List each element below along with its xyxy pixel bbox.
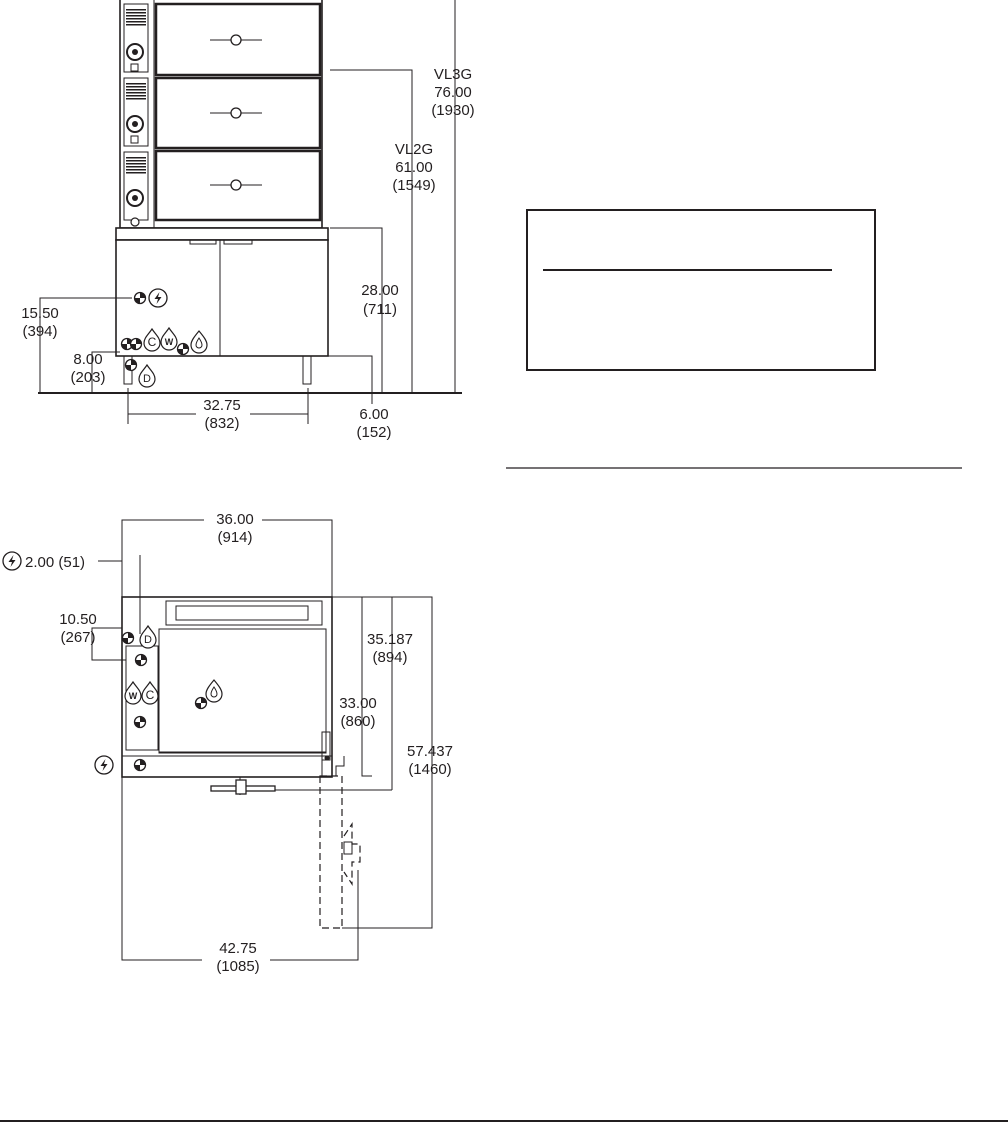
depth-body-in: 35.187 bbox=[367, 631, 413, 648]
electric-connection-icon bbox=[133, 758, 147, 772]
electric-connection-icon bbox=[133, 291, 147, 305]
electric-height-in: 15.50 bbox=[21, 305, 59, 322]
top-view: D W C 36.00 (914) 2.00 (51) 10.50 (267) … bbox=[2, 511, 453, 975]
base-height-in: 28.00 bbox=[361, 282, 399, 299]
svg-text:C: C bbox=[148, 335, 157, 349]
drain-offset-mm: (267) bbox=[60, 629, 95, 646]
depth-door-open-mm: (1460) bbox=[408, 761, 451, 778]
electric-height-mm: (394) bbox=[22, 323, 57, 340]
width-door-open-mm: (1085) bbox=[216, 958, 259, 975]
cabinet-base bbox=[115, 239, 329, 385]
depth-cabinet-in: 33.00 bbox=[339, 695, 377, 712]
water-connection-icon bbox=[134, 653, 148, 667]
open-door-outline bbox=[319, 775, 343, 929]
drain-offset-in: 10.50 bbox=[59, 611, 97, 628]
depth-cabinet-mm: (860) bbox=[340, 713, 375, 730]
water-connection-icon bbox=[129, 337, 143, 351]
control-panel-2 bbox=[123, 77, 149, 147]
vl3g-height-mm: (1930) bbox=[431, 102, 474, 119]
leg-height-in: 6.00 bbox=[359, 406, 388, 423]
control-panel-3 bbox=[123, 151, 149, 227]
front-view: C W D VL3G 76.00 (1930) VL2G 61.00 (1549… bbox=[21, 0, 475, 441]
cold-water-connection-icon bbox=[133, 715, 147, 729]
electric-icon bbox=[94, 755, 114, 775]
vl3g-model-label: VL3G bbox=[434, 66, 472, 83]
compartment-door-3 bbox=[154, 149, 322, 222]
electric-icon bbox=[148, 288, 168, 308]
width-in: 36.00 bbox=[216, 511, 254, 528]
svg-text:D: D bbox=[143, 373, 151, 385]
drain-connection-icon bbox=[124, 358, 138, 372]
spec-box bbox=[526, 209, 876, 371]
compartment-door-2 bbox=[154, 76, 322, 150]
drain-connection-icon bbox=[121, 631, 135, 645]
vl3g-height-in: 76.00 bbox=[434, 84, 472, 101]
base-height-mm: (711) bbox=[363, 301, 397, 318]
vl2g-model-label: VL2G bbox=[395, 141, 433, 158]
width-mm: (914) bbox=[217, 529, 252, 546]
svg-text:C: C bbox=[146, 688, 155, 702]
compartment-door-1 bbox=[154, 2, 322, 77]
gas-connection-icon bbox=[176, 342, 190, 356]
gas-connection-icon bbox=[194, 696, 208, 710]
control-panel-1 bbox=[123, 3, 149, 73]
base-top bbox=[115, 227, 329, 241]
electric-offset-label: 2.00 (51) bbox=[25, 554, 85, 571]
electric-offset-icon bbox=[2, 551, 22, 571]
svg-text:W: W bbox=[129, 691, 138, 701]
depth-body-mm: (894) bbox=[372, 649, 407, 666]
leg-height-mm: (152) bbox=[356, 424, 391, 441]
vl2g-height-in: 61.00 bbox=[395, 159, 433, 176]
svg-text:D: D bbox=[144, 634, 152, 646]
leg-spacing-mm: (832) bbox=[204, 415, 239, 432]
depth-door-open-in: 57.437 bbox=[407, 743, 453, 760]
svg-text:W: W bbox=[165, 337, 174, 347]
width-door-open-in: 42.75 bbox=[219, 940, 257, 957]
drain-height-in: 8.00 bbox=[73, 351, 102, 368]
vl2g-height-mm: (1549) bbox=[392, 177, 435, 194]
leg-spacing-in: 32.75 bbox=[203, 397, 241, 414]
drain-height-mm: (203) bbox=[70, 369, 105, 386]
top-view-body bbox=[121, 596, 333, 778]
